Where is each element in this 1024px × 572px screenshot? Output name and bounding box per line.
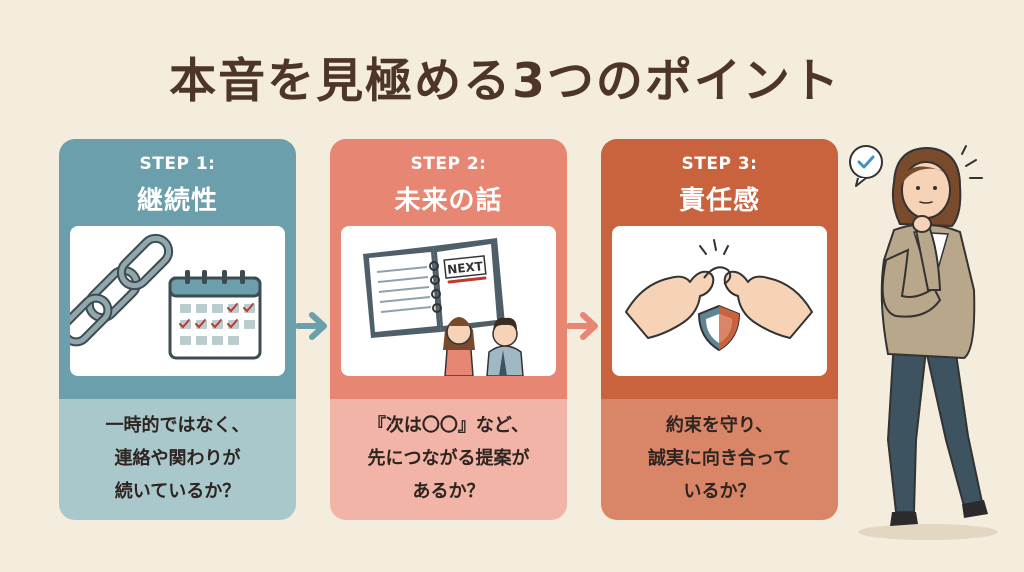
step-1-illustration <box>70 226 285 376</box>
step-3-line-2: 誠実に向き合って <box>647 448 792 469</box>
step-2-line-3: あるか？ <box>412 481 485 502</box>
step-1-line-2: 連絡や関わりが <box>114 448 241 469</box>
calendar-icon <box>168 270 262 360</box>
step-3-heading: 責任感 <box>678 186 760 216</box>
step-card-3: STEP 3: 責任感 約束を守り、 誠実に向き合って いるか？ <box>601 139 838 520</box>
right-arrow-icon <box>296 312 327 340</box>
man-avatar <box>486 317 524 376</box>
step-1-label: STEP 1: <box>139 154 216 174</box>
step-card-1-body <box>59 399 296 520</box>
step-1-line-1: 一時的ではなく、 <box>105 415 250 436</box>
chain-link-icon <box>70 233 174 347</box>
step-card-2-body <box>330 399 567 520</box>
step-3-line-3: いるか？ <box>683 481 756 502</box>
step-3-line-1: 約束を守り、 <box>665 415 774 436</box>
notebook-next-text: NEXT <box>447 259 485 277</box>
pinky-promise-hands-icon <box>625 266 813 339</box>
shield-icon <box>697 304 741 352</box>
notebook-icon: NEXT <box>363 238 505 338</box>
step-3-illustration <box>612 226 827 376</box>
step-3-description: 約束を守り、 誠実に向き合って いるか？ <box>601 409 838 508</box>
step-2-illustration: NEXT <box>341 226 556 376</box>
step-2-line-2: 先につながる提案が <box>367 448 530 469</box>
step-2-label: STEP 2: <box>410 154 487 174</box>
step-1-line-3: 続いているか？ <box>114 481 241 502</box>
thinking-woman-illustration <box>849 145 998 540</box>
step-2-heading: 未来の話 <box>394 186 503 216</box>
sparkle-lines-icon <box>699 239 729 255</box>
check-bubble-icon <box>849 145 883 187</box>
step-2-line-1: 『次は〇〇』など、 <box>367 415 530 436</box>
step-card-2: STEP 2: 未来の話 NEXT <box>330 139 567 520</box>
step-1-heading: 継続性 <box>136 186 218 216</box>
step-card-3-body <box>601 399 838 520</box>
woman-avatar <box>443 317 475 376</box>
page-title: 本音を見極める3つのポイント <box>169 54 841 109</box>
right-arrow-icon <box>567 312 598 340</box>
step-2-description: 『次は〇〇』など、 先につながる提案が あるか？ <box>330 409 567 508</box>
step-card-1: STEP 1: 継続性 <box>59 139 296 520</box>
step-1-description: 一時的ではなく、 連絡や関わりが 続いているか？ <box>59 409 296 508</box>
step-3-label: STEP 3: <box>681 154 758 174</box>
